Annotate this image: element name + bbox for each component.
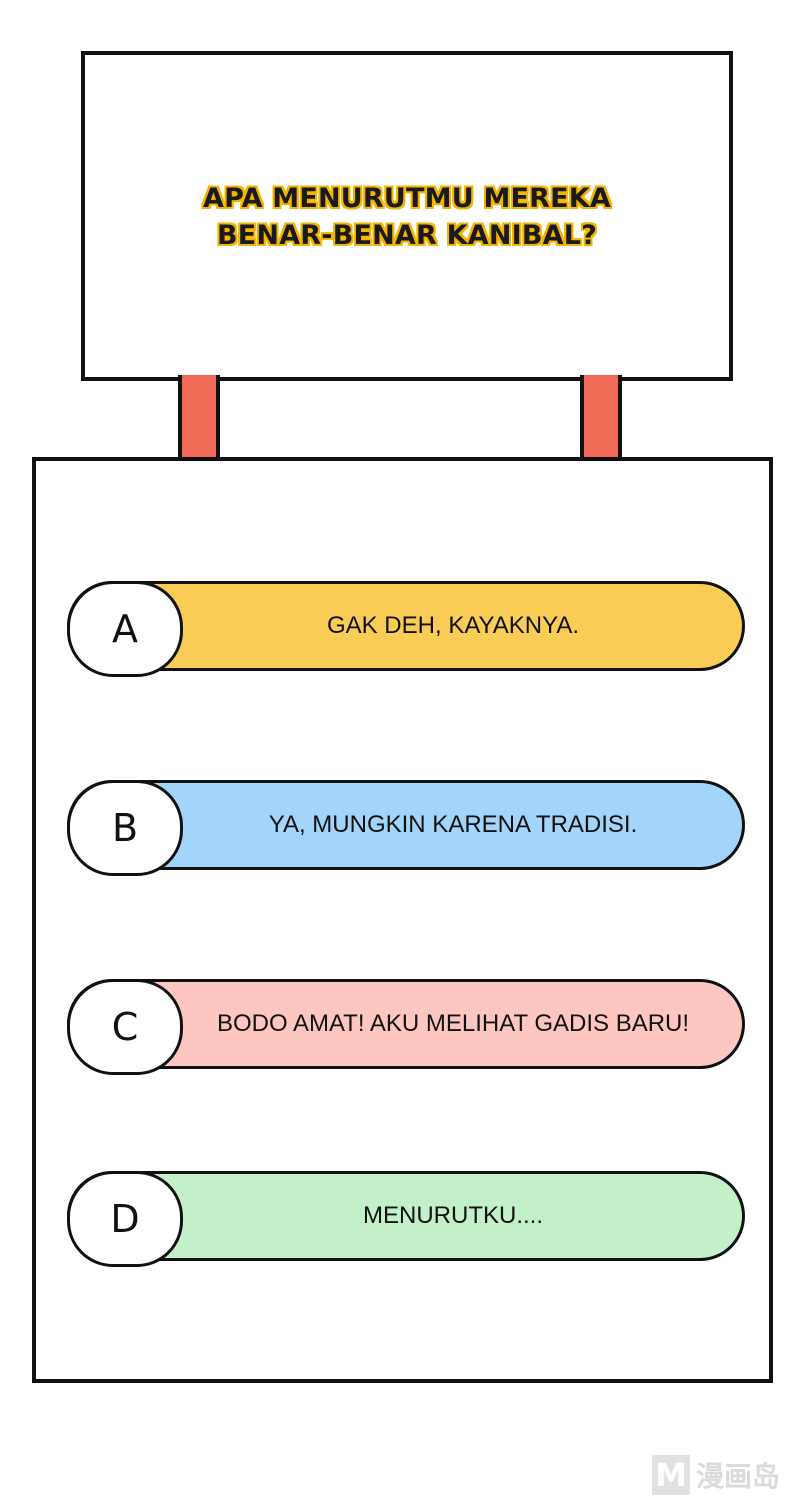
option-c-text: BODO AMAT! AKU MELIHAT GADIS BARU!	[216, 1010, 690, 1037]
question-line-1: APA MENURUTMU MEREKA	[202, 183, 612, 214]
option-a-text: GAK DEH, KAYAKNYA.	[326, 612, 580, 639]
watermark-text: 漫画岛	[696, 1460, 781, 1493]
option-c[interactable]: C BODO AMAT! AKU MELIHAT GADIS BARU!	[67, 979, 745, 1075]
question-sign: APA MENURUTMU MEREKA BENAR-BENAR KANIBAL…	[81, 51, 733, 381]
question-line-2: BENAR-BENAR KANIBAL?	[216, 220, 598, 251]
sign-pole-right	[580, 375, 622, 459]
option-b-letter: B	[67, 780, 183, 876]
watermark: M 漫画岛	[652, 1453, 800, 1497]
option-d[interactable]: D MENURUTKU....	[67, 1171, 745, 1267]
watermark-logo: M	[652, 1455, 690, 1495]
option-a-letter: A	[67, 581, 183, 677]
option-b-text: YA, MUNGKIN KARENA TRADISI.	[268, 811, 638, 838]
question-text: APA MENURUTMU MEREKA BENAR-BENAR KANIBAL…	[85, 180, 729, 254]
option-d-text: MENURUTKU....	[363, 1202, 543, 1229]
sign-pole-left	[178, 375, 220, 459]
option-b[interactable]: B YA, MUNGKIN KARENA TRADISI.	[67, 780, 745, 876]
answer-board: A GAK DEH, KAYAKNYA. B YA, MUNGKIN KAREN…	[32, 457, 773, 1383]
option-a[interactable]: A GAK DEH, KAYAKNYA.	[67, 581, 745, 677]
option-d-letter: D	[67, 1171, 183, 1267]
option-c-letter: C	[67, 979, 183, 1075]
